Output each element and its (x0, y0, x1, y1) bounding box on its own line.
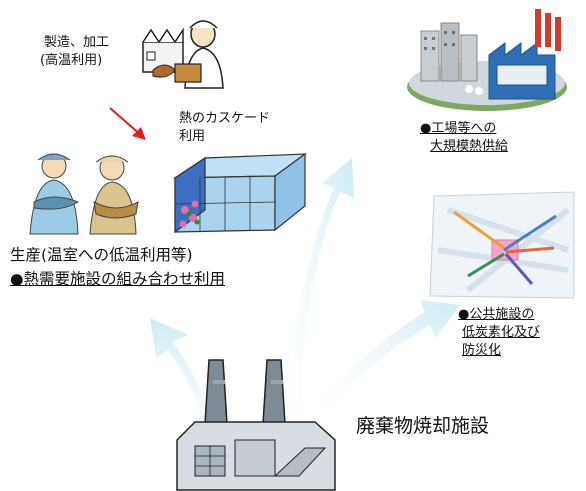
public-label-line3: 防災化 (462, 343, 502, 358)
greenhouse-illustration (172, 152, 307, 234)
public-label-line2: 低炭素化及び (462, 325, 541, 340)
farmers-illustration (29, 153, 139, 235)
factory-label-line1: ●工場等への (420, 121, 497, 136)
arrow-to-public (312, 300, 460, 420)
production-label-line2: ●熱需要施設の組み合わせ利用 (10, 270, 226, 288)
factory-town-illustration (407, 9, 567, 111)
public-label-line1: ●公共施設の (458, 307, 535, 322)
incinerator-label: 廃棄物焼却施設 (356, 415, 490, 437)
red-arrow-head (132, 127, 146, 140)
factory-label-line2: 大規模熱供給 (430, 139, 509, 154)
manufacturing-label-line1: 製造、加工 (44, 35, 110, 50)
manufacturing-worker-illustration (142, 20, 224, 89)
arrow-to-factory (288, 158, 354, 440)
manufacturing-label-line2: (高温利用) (40, 53, 103, 68)
cascade-label-line2: 利用 (179, 129, 206, 144)
production-label-line1: 生産(温室への低温利用等) (10, 246, 193, 264)
public-facilities-map (429, 191, 575, 299)
incinerator-illustration (176, 359, 336, 491)
cascade-label-line1: 熱のカスケード (179, 111, 271, 126)
